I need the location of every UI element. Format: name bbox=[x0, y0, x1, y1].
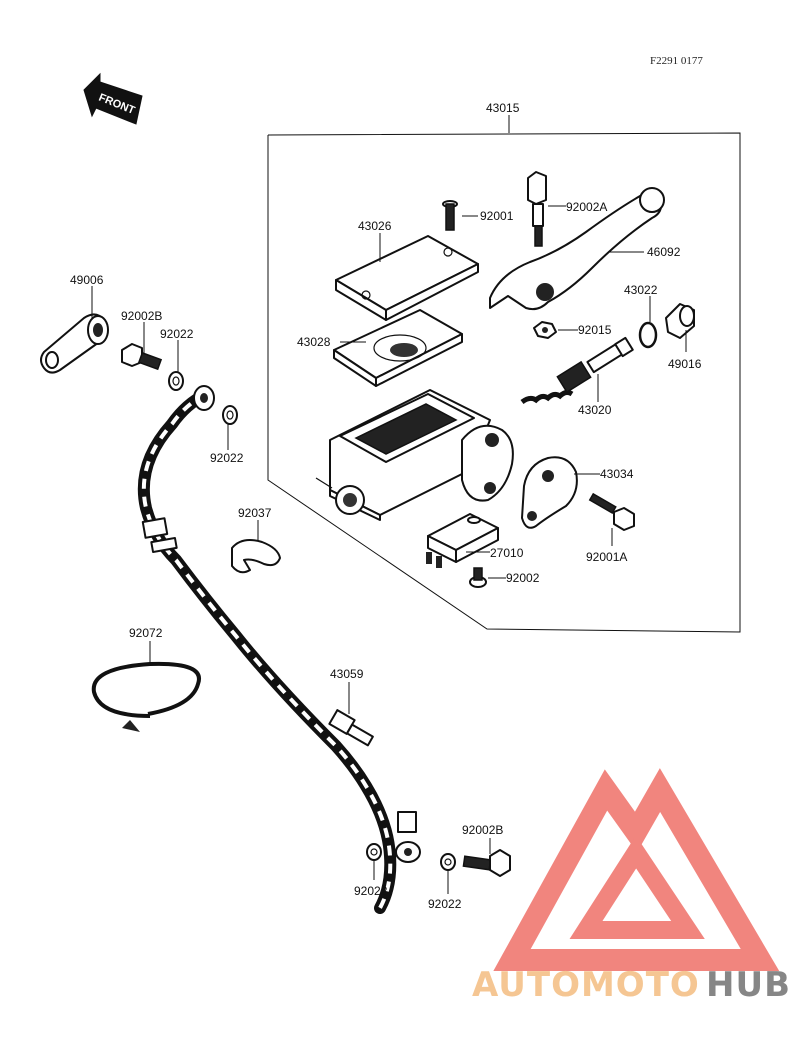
screw-92001-part bbox=[442, 200, 458, 231]
label-92001a: 92001A bbox=[586, 550, 627, 564]
label-92002b-top: 92002B bbox=[121, 309, 162, 323]
watermark-text-right: HUB bbox=[706, 965, 791, 1005]
assembly-outline bbox=[267, 132, 741, 633]
reference-code: F2291 0177 bbox=[650, 55, 703, 67]
label-92022-b: 92022 bbox=[210, 451, 244, 465]
automotohub-watermark: AUTOMOTO HUB bbox=[472, 768, 791, 1005]
label-43020: 43020 bbox=[578, 403, 612, 417]
banjo-bolt-92002b-top-part bbox=[121, 343, 163, 371]
brake-hose-43059-part bbox=[137, 385, 421, 914]
front-arrow-icon: FRONT bbox=[83, 72, 143, 125]
label-46092: 46092 bbox=[647, 245, 681, 259]
label-92022-c: 92022 bbox=[354, 884, 388, 898]
bolt-92002a-part bbox=[527, 171, 547, 247]
clamp-43034-part bbox=[521, 456, 578, 529]
label-49016: 49016 bbox=[668, 357, 702, 371]
brake-switch-27010-part bbox=[426, 513, 499, 568]
label-92001: 92001 bbox=[480, 209, 514, 223]
label-92037: 92037 bbox=[238, 506, 272, 520]
label-27010: 27010 bbox=[490, 546, 524, 560]
washer-92022-a-part bbox=[168, 371, 184, 391]
label-92002a: 92002A bbox=[566, 200, 607, 214]
brake-lever-part bbox=[489, 187, 665, 311]
nut-92015-part bbox=[533, 321, 557, 339]
circlip-43022-part bbox=[638, 321, 658, 349]
label-43022: 43022 bbox=[624, 283, 658, 297]
label-92072: 92072 bbox=[129, 626, 163, 640]
banjo-bolt-92002b-bottom-part bbox=[462, 849, 511, 877]
label-92022-a: 92022 bbox=[160, 327, 194, 341]
band-92072-part bbox=[91, 661, 201, 732]
banjo-cap-49006-part bbox=[40, 313, 109, 374]
watermark-text-left: AUTOMOTO bbox=[472, 965, 700, 1005]
reservoir-cap-part bbox=[335, 235, 479, 321]
label-43034: 43034 bbox=[600, 467, 634, 481]
label-43028: 43028 bbox=[297, 335, 331, 349]
label-49006: 49006 bbox=[70, 273, 104, 287]
label-43015: 43015 bbox=[486, 101, 520, 115]
bolt-92001a-part bbox=[588, 492, 635, 531]
dust-boot-49016-part bbox=[665, 303, 695, 339]
hose-clamp-92037-part bbox=[231, 539, 281, 574]
screw-92002-part bbox=[469, 567, 487, 588]
washer-92022-c-part bbox=[366, 843, 382, 861]
label-92002: 92002 bbox=[506, 571, 540, 585]
washer-92022-b-part bbox=[222, 405, 238, 425]
label-92022-d: 92022 bbox=[428, 897, 462, 911]
label-92015: 92015 bbox=[578, 323, 612, 337]
master-cylinder-body-part bbox=[315, 389, 514, 521]
diaphragm-plate-part bbox=[333, 309, 463, 387]
washer-92022-d-part bbox=[440, 853, 456, 871]
label-43026: 43026 bbox=[358, 219, 392, 233]
label-43059: 43059 bbox=[330, 667, 364, 681]
piston-kit-43020-part bbox=[520, 336, 634, 405]
label-92002b-bottom: 92002B bbox=[462, 823, 503, 837]
